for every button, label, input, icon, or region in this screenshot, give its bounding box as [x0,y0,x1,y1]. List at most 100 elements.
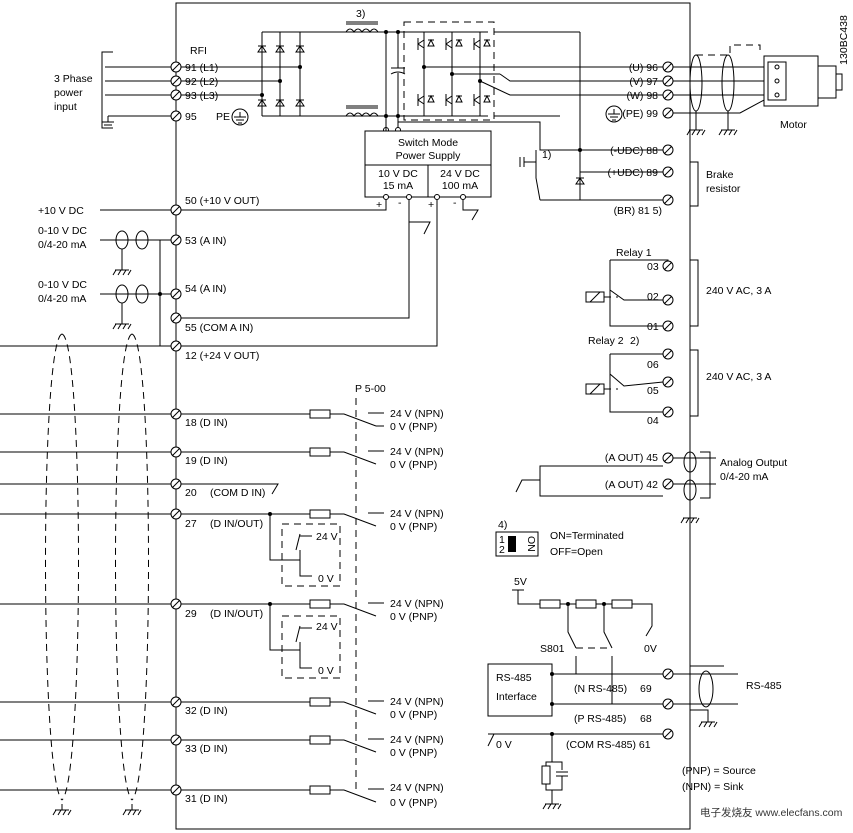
rs485-ext-label: RS-485 [746,680,782,692]
rs485-iface-1: RS-485 [496,672,532,684]
brake-label-1: Brake [706,169,734,181]
power-input-section: 3 Phase power input RFI 91 (L1) 92 (L2) … [54,45,249,129]
note-4: 4) [498,519,507,531]
in53-label-1: 0-10 V DC [38,225,87,237]
terminal-06 [662,348,674,360]
pnp-19: 0 V (PNP) [390,459,437,471]
smps-plus-1: + [376,199,382,211]
note-2: 2) [630,335,639,347]
di-27: 27 (D IN/OUT) 24 V (NPN) 0 V (PNP) 24 V … [0,508,444,587]
terminal-19-label: 19 (D IN) [185,455,228,467]
terminal-92 [170,75,182,87]
in54-label-2: 0/4-20 mA [38,293,86,305]
rs485-n-num: 69 [640,683,652,695]
relay1-label: Relay 1 [616,247,652,259]
terminal-88-label: (-UDC) 88 [610,145,658,157]
smps-plus-2: + [428,199,434,211]
di-20: 20 (COM D IN) [0,478,279,499]
pnp-32: 0 V (PNP) [390,709,437,721]
switch-note: 4) ON 1 2 ON=Terminated OFF=Open [495,519,624,558]
terminal-20 [170,478,182,490]
di-29: 29 (D IN/OUT) 24 V (NPN) 0 V (PNP) 24 V … [0,598,444,679]
terminal-45 [662,452,674,464]
terminal-50-label: 50 (+10 V OUT) [185,195,259,207]
terminal-29-label: 29 [185,608,197,620]
motor-label: Motor [780,119,807,131]
terminal-55 [170,312,182,324]
terminal-12 [170,340,182,352]
v24-27: 24 V [316,531,338,543]
di-31: 31 (D IN) 24 V (NPN) 0 V (PNP) [0,782,444,809]
terminal-33 [170,734,182,746]
terminal-29 [170,598,182,610]
terminal-91 [170,61,182,73]
terminal-02-label: 02 [647,291,659,303]
rs485-com-label: (COM RS-485) 61 [566,739,651,751]
terminal-01-label: 01 [647,321,659,333]
analog-output-label-2: 0/4-20 mA [720,471,768,483]
power-input-label-3: input [54,101,77,113]
di-18: 18 (D IN) 24 V (NPN) 0 V (PNP) [0,408,444,433]
terminal-45-label: (A OUT) 45 [605,452,658,464]
relay2-label: Relay 2 [588,335,624,347]
terminal-03 [662,260,674,272]
switch-1: 1 [499,534,505,546]
legend-pnp: (PNP) = Source [682,765,756,777]
terminal-55-label: 55 (COM A IN) [185,322,253,334]
v0-27: 0 V [318,573,334,585]
terminal-03-label: 03 [647,261,659,273]
plus10-label: +10 V DC [38,205,84,217]
terminal-04 [662,406,674,418]
npn-29: 24 V (NPN) [390,598,444,610]
terminal-96 [662,61,674,73]
v0-right-label: 0V [644,643,657,655]
digital-inputs: P 5-00 18 (D IN) 24 V (NPN) 0 V (PNP) 19… [0,333,444,816]
npn-19: 24 V (NPN) [390,446,444,458]
smps-title-2: Power Supply [396,150,462,162]
brake-label-2: resistor [706,183,741,195]
npn-31: 24 V (NPN) [390,782,444,794]
relay1-rating: 240 V AC, 3 A [706,285,771,297]
smps-out2-2: 100 mA [442,180,478,192]
terminal-81-label: (BR) 81 5) [614,205,662,217]
analog-output-label-1: Analog Output [720,457,787,469]
legend: (PNP) = Source (NPN) = Sink [682,765,756,793]
terminal-18-label: 18 (D IN) [185,417,228,429]
terminal-42 [662,478,674,490]
terminal-54-label: 54 (A IN) [185,283,226,295]
smps-block: Switch Mode Power Supply 10 V DC 15 mA 2… [181,130,492,347]
terminal-99 [662,107,674,119]
terminal-27 [170,508,182,520]
terminal-53 [170,234,182,246]
in54-label-1: 0-10 V DC [38,279,87,291]
terminal-20-label: 20 [185,487,197,499]
rs485-section: 5V S801 0V RS-485 Interface (N RS-485) 6… [487,576,782,810]
legend-npn: (NPN) = Sink [682,781,744,793]
terminal-27-label: 27 [185,518,197,530]
v5-label: 5V [514,576,527,588]
rs485-0v-label: 0 V [496,739,512,751]
terminal-06-label: 06 [647,359,659,371]
terminal-19 [170,446,182,458]
terminal-95 [170,110,182,122]
analog-output: (A OUT) 45 (A OUT) 42 Analog Output 0/4-… [515,451,787,524]
rs485-p-label: (P RS-485) [574,713,626,725]
di-19: 19 (D IN) 24 V (NPN) 0 V (PNP) [0,446,444,471]
terminal-92-label: 92 (L2) [185,76,218,88]
watermark: 电子发烧友 www.elecfans.com [700,806,843,819]
terminal-01 [662,320,674,332]
s801-label: S801 [540,643,565,655]
note-1: 1) [542,149,551,161]
rs485-n-label: (N RS-485) [574,683,627,695]
smps-title-1: Switch Mode [398,137,458,149]
smps-minus-2: - [453,197,457,209]
rs485-iface-2: Interface [496,691,537,703]
relays: Relay 1 03 02 01 240 V AC, 3 A Relay 2 2… [585,247,771,427]
terminal-42-label: (A OUT) 42 [605,479,658,491]
rs485-p-num: 68 [640,713,652,725]
pe-label: PE [216,111,230,123]
terminal-98-label: (W) 98 [627,90,659,102]
power-input-label-2: power [54,87,83,99]
in53-label-2: 0/4-20 mA [38,239,86,251]
